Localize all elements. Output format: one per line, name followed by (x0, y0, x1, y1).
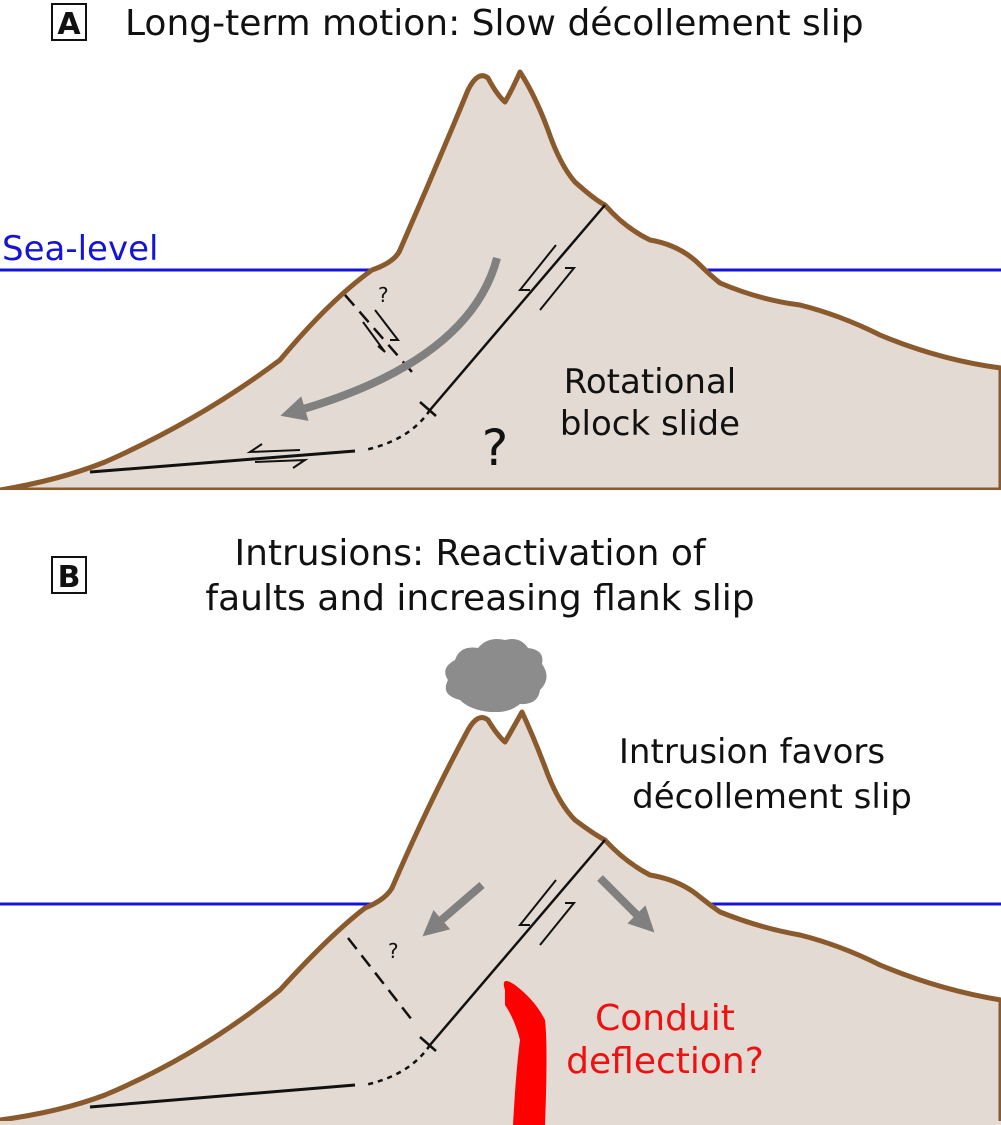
panel-b-title-2: faults and increasing flank slip (205, 578, 754, 619)
panel-b-eruption-plume (445, 639, 547, 712)
panel-a-question-small: ? (378, 283, 389, 307)
panel-b-intrusion-label-2: décollement slip (632, 777, 912, 817)
panel-b: B Intrusions: Reactivation of faults and… (0, 533, 1001, 1125)
panel-a-title: Long-term motion: Slow décollement slip (125, 3, 864, 44)
panel-a-letter-box (51, 3, 87, 41)
panel-a-main-fault (429, 204, 606, 411)
panel-b-right-arrow (597, 875, 655, 933)
panel-a-decollement-slip-arrows (246, 443, 309, 469)
panel-b-conduit-label-2: deflection? (566, 1041, 764, 1082)
panel-b-secondary-fault (347, 937, 413, 1021)
panel-b-intrusion-label-1: Intrusion favors (619, 732, 885, 772)
panel-a: A Long-term motion: Slow décollement sli… (0, 3, 1001, 496)
panel-a-decollement (89, 449, 356, 474)
panel-a-volcano-edifice (0, 69, 1001, 493)
panel-a-letter: A (57, 7, 81, 42)
panel-b-letter: B (58, 560, 81, 595)
panel-a-fault-slip-arrows (517, 244, 577, 311)
panel-b-letter-box (51, 556, 87, 594)
panel-a-rotational-arrow (280, 256, 501, 421)
panel-a-slide-label-1: Rotational (564, 362, 736, 402)
panel-b-dotted-fault (364, 1044, 432, 1087)
panel-b-conduit-label-1: Conduit (595, 998, 735, 1039)
panel-b-main-fault (429, 839, 606, 1046)
panel-b-volcano-edifice (0, 709, 1001, 1125)
panel-b-question-small: ? (388, 939, 399, 963)
panel-a-slide-label-2: block slide (560, 404, 740, 444)
panel-a-dotted-fault (364, 409, 432, 452)
panel-b-magma-conduit (503, 981, 547, 1125)
panel-a-question-large: ? (482, 419, 509, 477)
panel-b-title-1: Intrusions: Reactivation of (234, 533, 706, 574)
panel-a-sea-level-label: Sea-level (2, 229, 158, 269)
panel-b-fault-slip-arrows (517, 879, 577, 946)
panel-b-left-arrow (422, 881, 485, 937)
panel-a-secondary-fault (344, 294, 413, 373)
panel-b-decollement (89, 1083, 356, 1109)
panel-a-secondary-slip-arrows (362, 309, 401, 353)
